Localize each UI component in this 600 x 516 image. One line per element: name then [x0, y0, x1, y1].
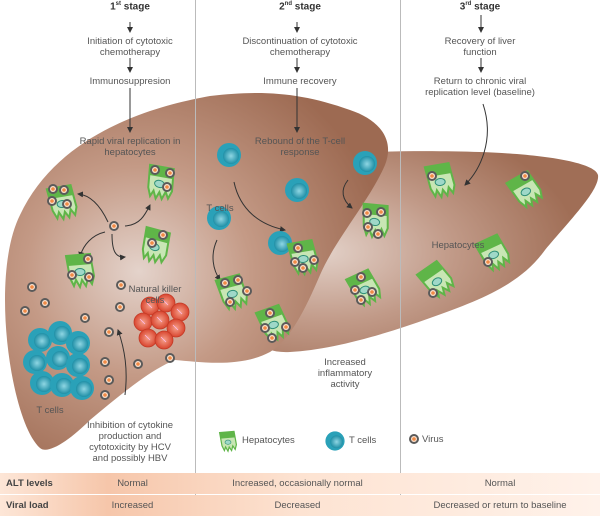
- t-cells-label-left: T cells: [36, 405, 64, 416]
- arrow: [77, 191, 109, 223]
- virus: [220, 207, 386, 343]
- stage-3-title: 3rd stage: [459, 1, 501, 13]
- arrow: [116, 329, 127, 396]
- legend-hepatocytes: Hepatocytes: [242, 435, 295, 446]
- virus-icon: [409, 434, 419, 444]
- row-header: Viral load: [6, 500, 49, 511]
- cell-stage-2: Increased, occasionally normal: [232, 478, 363, 489]
- t-cell-icon: [325, 431, 345, 451]
- cell-stage-1: Increased: [111, 500, 154, 511]
- legend-t-cells: T cells: [349, 435, 377, 446]
- arrow: [233, 181, 286, 232]
- stage-1-step-1: Initiation of cytotoxic chemotherapy: [87, 36, 173, 58]
- stage-3-step-1: Recovery of liver function: [444, 36, 516, 58]
- legend-virus: Virus: [422, 434, 444, 445]
- inhibition-label: Inhibition of cytokine production and cy…: [86, 420, 174, 464]
- cell-stage-3: Normal: [484, 478, 516, 489]
- cell-stage-1: Normal: [117, 478, 148, 489]
- t-cell: [207, 143, 377, 255]
- stage-2-step-2: Immune recovery: [263, 76, 337, 87]
- t-cells-label-mid: T cells: [206, 203, 234, 214]
- cell-stage-3: Decreased or return to baseline: [433, 500, 567, 511]
- arrow: [464, 103, 488, 186]
- cell-stage-2: Decreased: [274, 500, 321, 511]
- arrow: [212, 239, 221, 281]
- stage-1-outcome: Rapid viral replication in hepatocytes: [79, 136, 181, 158]
- stage-2-step-1: Discontinuation of cytotoxic chemotherap…: [242, 36, 358, 58]
- arrow: [124, 204, 151, 227]
- stage-divider-1: [195, 0, 196, 516]
- arrow: [78, 231, 106, 258]
- t-cell-cluster: [23, 321, 94, 400]
- stage-1-step-2: Immunosuppresion: [89, 76, 171, 87]
- stage-2-title: 2nd stage: [279, 1, 321, 13]
- hepatocyte-icon: [219, 430, 237, 452]
- stage-2-outcome: Rebound of the T-cell response: [254, 136, 346, 158]
- table-row-viral-load: Viral load Increased Decreased Decreased…: [0, 495, 600, 516]
- nk-cells-label: Natural killer cells: [128, 284, 182, 306]
- hepatocytes-label: Hepatocytes: [431, 240, 485, 251]
- stage-3-step-2: Return to chronic viral replication leve…: [425, 76, 535, 98]
- arrow: [342, 179, 353, 209]
- row-header: ALT levels: [6, 478, 53, 489]
- hepatocyte: [414, 161, 546, 303]
- stage-divider-2: [400, 0, 401, 516]
- stage-1-title: 1st stage: [110, 1, 150, 13]
- arrow: [111, 233, 126, 261]
- inflammatory-label: Increased inflammatory activity: [317, 357, 373, 390]
- table-row-alt: ALT levels Normal Increased, occasionall…: [0, 473, 600, 494]
